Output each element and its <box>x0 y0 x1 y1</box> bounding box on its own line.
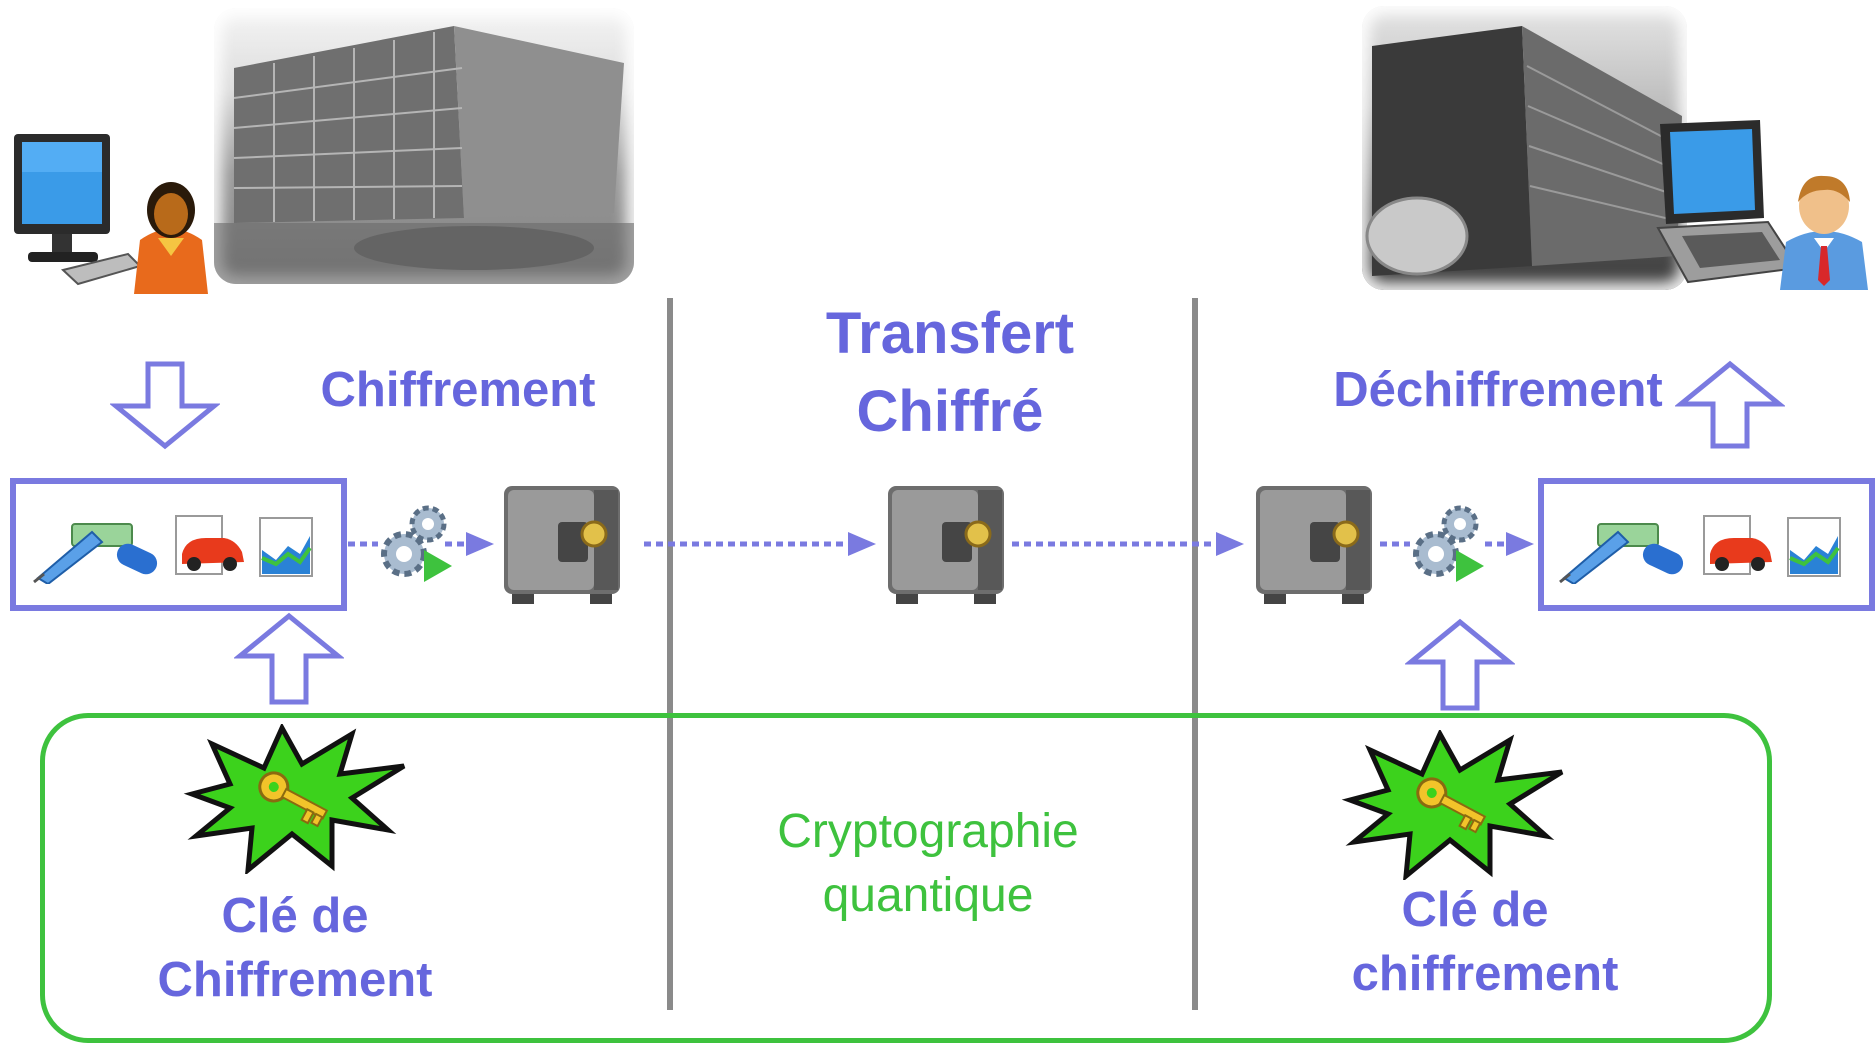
right-key-label-line1: Clé de <box>1401 883 1549 937</box>
left-key-label-line2: Chiffrement <box>157 953 433 1007</box>
arrow-up-right-key-icon <box>1405 618 1515 711</box>
woman-user-icon <box>134 182 208 294</box>
flow-arrows <box>348 532 1534 556</box>
quantum-label-line2: quantique <box>822 869 1034 922</box>
key-burst-icon <box>1341 730 1564 880</box>
encryption-title: Chiffrement <box>320 363 596 417</box>
safe-icon <box>888 486 1004 604</box>
quantum-label-line1: Cryptographie <box>777 805 1079 858</box>
left-key-label-line1: Clé de <box>221 889 369 943</box>
safe-icon <box>1256 486 1372 604</box>
divider-right <box>1192 298 1198 1010</box>
transfer-title-line2: Chiffré <box>856 379 1044 444</box>
key-burst-icon <box>183 724 406 874</box>
desktop-computer-icon <box>14 134 142 286</box>
gears-process-icon <box>1413 505 1484 582</box>
laptop-icon <box>1656 120 1800 284</box>
gears-process-icon <box>381 505 452 582</box>
arrow-down-icon <box>110 361 220 450</box>
man-user-icon <box>1780 175 1868 290</box>
decryption-title: Déchiffrement <box>1333 363 1663 417</box>
right-building-photo <box>1362 6 1687 290</box>
car-document-icon <box>1703 515 1772 575</box>
syringe-pill-icon <box>33 523 158 584</box>
car-document-icon <box>175 515 244 575</box>
right-key-label-line2: chiffrement <box>1351 947 1619 1001</box>
syringe-pill-icon <box>1559 523 1684 584</box>
divider-left <box>667 298 673 1010</box>
arrow-up-left-key-icon <box>234 612 344 705</box>
arrow-up-icon <box>1675 360 1785 449</box>
transfer-title-line1: Transfert <box>825 301 1075 366</box>
chart-document-icon <box>259 517 313 577</box>
chart-document-icon <box>1787 517 1841 577</box>
left-building-photo <box>214 8 634 284</box>
safe-icon <box>504 486 620 604</box>
